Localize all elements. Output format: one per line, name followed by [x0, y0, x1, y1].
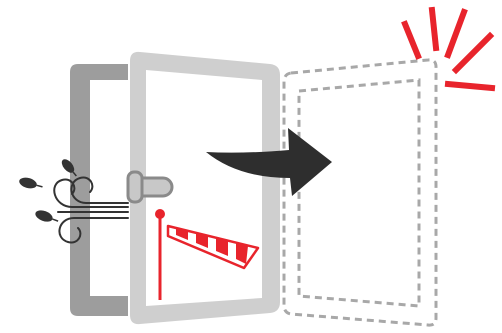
ghost-door-inner — [297, 78, 421, 308]
wind-line-top — [70, 176, 129, 204]
alarm-burst-icon — [401, 6, 496, 92]
ghost-door-outer — [282, 58, 438, 327]
leaf-bottom — [35, 210, 59, 222]
door-frame-opening — [90, 80, 128, 296]
wind-gust-icon — [53, 176, 129, 244]
curved-arrow-icon — [206, 128, 332, 196]
leaf-top — [61, 159, 77, 177]
door-handle-icon — [126, 170, 174, 204]
windsock-icon — [155, 209, 260, 300]
leaf-icon — [19, 159, 77, 222]
closed-door-outline-icon — [282, 58, 438, 327]
wind-line-middle — [53, 178, 129, 208]
windsock-stripes — [176, 228, 248, 264]
leaf-left — [19, 177, 43, 189]
windsock-pole-top — [155, 209, 165, 219]
windsock-sock — [166, 224, 260, 270]
door-frame — [70, 64, 128, 316]
wind-line-bottom — [58, 217, 129, 244]
